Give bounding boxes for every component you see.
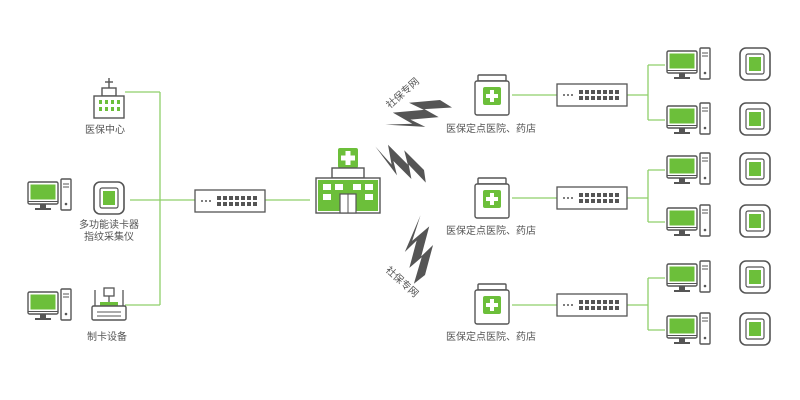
card-reader-icon: [739, 152, 771, 186]
desktop-computer-icon: [27, 288, 72, 321]
card-reader-icon: [739, 260, 771, 294]
network-switch-icon: [556, 293, 628, 317]
desktop-computer-icon: [666, 260, 711, 293]
hospital-building-icon: [315, 148, 381, 214]
pharmacy-cabinet-icon: [474, 177, 510, 219]
designated-site-label-2: 医保定点医院、药店: [446, 226, 536, 237]
card-reader-label-line2: 指纹采集仪: [84, 232, 134, 243]
desktop-computer-icon: [666, 312, 711, 345]
card-reader-icon: [739, 204, 771, 238]
designated-site-label-1: 医保定点医院、药店: [446, 124, 536, 135]
connection-lines: [125, 64, 665, 331]
designated-site-label-3: 医保定点医院、药店: [446, 332, 536, 343]
network-switch-icon: [194, 189, 266, 213]
desktop-computer-icon: [27, 178, 72, 211]
card-maker-label: 制卡设备: [87, 332, 127, 343]
card-printer-icon: [91, 287, 127, 321]
desktop-computer-icon: [666, 102, 711, 135]
lightning-link-icon: [375, 144, 426, 183]
card-reader-label: 多功能读卡器 指纹采集仪: [70, 220, 148, 244]
network-switch-icon: [556, 186, 628, 210]
pharmacy-cabinet-icon: [474, 283, 510, 325]
network-switch-icon: [556, 83, 628, 107]
insurance-center-building-icon: [93, 78, 125, 119]
insurance-center-label: 医保中心: [85, 125, 125, 136]
desktop-computer-icon: [666, 204, 711, 237]
desktop-computer-icon: [666, 152, 711, 185]
card-reader-icon: [739, 47, 771, 81]
card-reader-icon: [93, 181, 125, 215]
card-reader-label-line1: 多功能读卡器: [79, 220, 139, 231]
card-reader-icon: [739, 312, 771, 346]
desktop-computer-icon: [666, 47, 711, 80]
pharmacy-cabinet-icon: [474, 74, 510, 116]
card-reader-icon: [739, 102, 771, 136]
